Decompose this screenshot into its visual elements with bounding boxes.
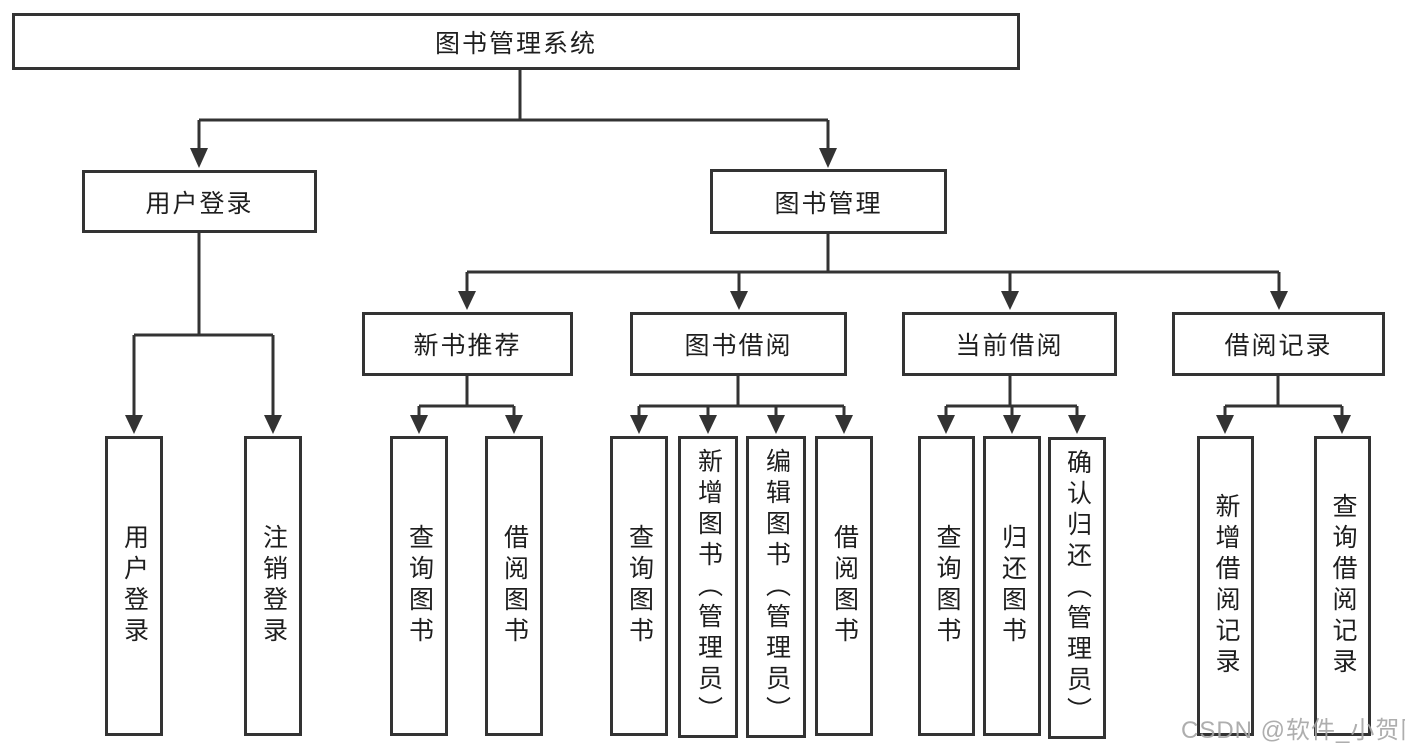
- csdn-watermark: CSDN @软件_小贺同学: [1181, 717, 1405, 744]
- node-root: 图书管理系统: [12, 13, 1020, 70]
- arrowhead-leaf-3: [410, 415, 428, 434]
- leaf-query-books-current: 查询图书: [918, 436, 975, 736]
- arrowhead-leaf-6: [699, 415, 717, 434]
- leaf-query-books-recommend: 查询图书: [390, 436, 448, 736]
- arrowhead-leaf-1: [125, 415, 143, 434]
- arrowhead-leaf-10: [1003, 415, 1021, 434]
- arrowhead-leaf-12: [1216, 415, 1234, 434]
- leaf-query-borrow-record: 查询借阅记录: [1314, 436, 1371, 736]
- node-user-login: 用户登录: [82, 170, 317, 233]
- connector-arrowheads: [125, 148, 1351, 434]
- leaf-add-books-admin: 新增图书（管理员）: [678, 436, 738, 738]
- node-borrowing-records: 借阅记录: [1172, 312, 1385, 376]
- leaf-logout-login: 注销登录: [244, 436, 302, 736]
- node-new-book-recommendation: 新书推荐: [362, 312, 573, 376]
- arrowhead-leaf-7: [767, 415, 785, 434]
- arrowhead-leaf-9: [937, 415, 955, 434]
- arrowhead-leaf-11: [1068, 415, 1086, 434]
- arrowhead-leaf-2: [264, 415, 282, 434]
- node-book-management: 图书管理: [710, 169, 947, 234]
- leaf-edit-books-admin: 编辑图书（管理员）: [746, 436, 806, 738]
- arrowhead-leaf-13: [1333, 415, 1351, 434]
- node-current-borrowing: 当前借阅: [902, 312, 1117, 376]
- leaf-user-login: 用户登录: [105, 436, 163, 736]
- leaf-add-borrow-record: 新增借阅记录: [1197, 436, 1254, 736]
- leaf-confirm-return-admin: 确认归还（管理员）: [1048, 437, 1106, 739]
- arrowhead-book-management: [819, 148, 837, 168]
- leaf-borrow-books-recommend: 借阅图书: [485, 436, 543, 736]
- arrowhead-book-borrowing: [730, 291, 748, 310]
- leaf-return-books: 归还图书: [983, 436, 1041, 736]
- node-book-borrowing: 图书借阅: [630, 312, 847, 376]
- leaf-borrow-books-borrowing: 借阅图书: [815, 436, 873, 736]
- arrowhead-new-book-recommend: [458, 291, 476, 310]
- leaf-query-books-borrowing: 查询图书: [610, 436, 668, 736]
- arrowhead-user-login: [190, 148, 208, 168]
- arrowhead-current-borrowing: [1001, 291, 1019, 310]
- arrowhead-borrowing-records: [1270, 291, 1288, 310]
- arrowhead-leaf-5: [630, 415, 648, 434]
- arrowhead-leaf-4: [505, 415, 523, 434]
- arrowhead-leaf-8: [835, 415, 853, 434]
